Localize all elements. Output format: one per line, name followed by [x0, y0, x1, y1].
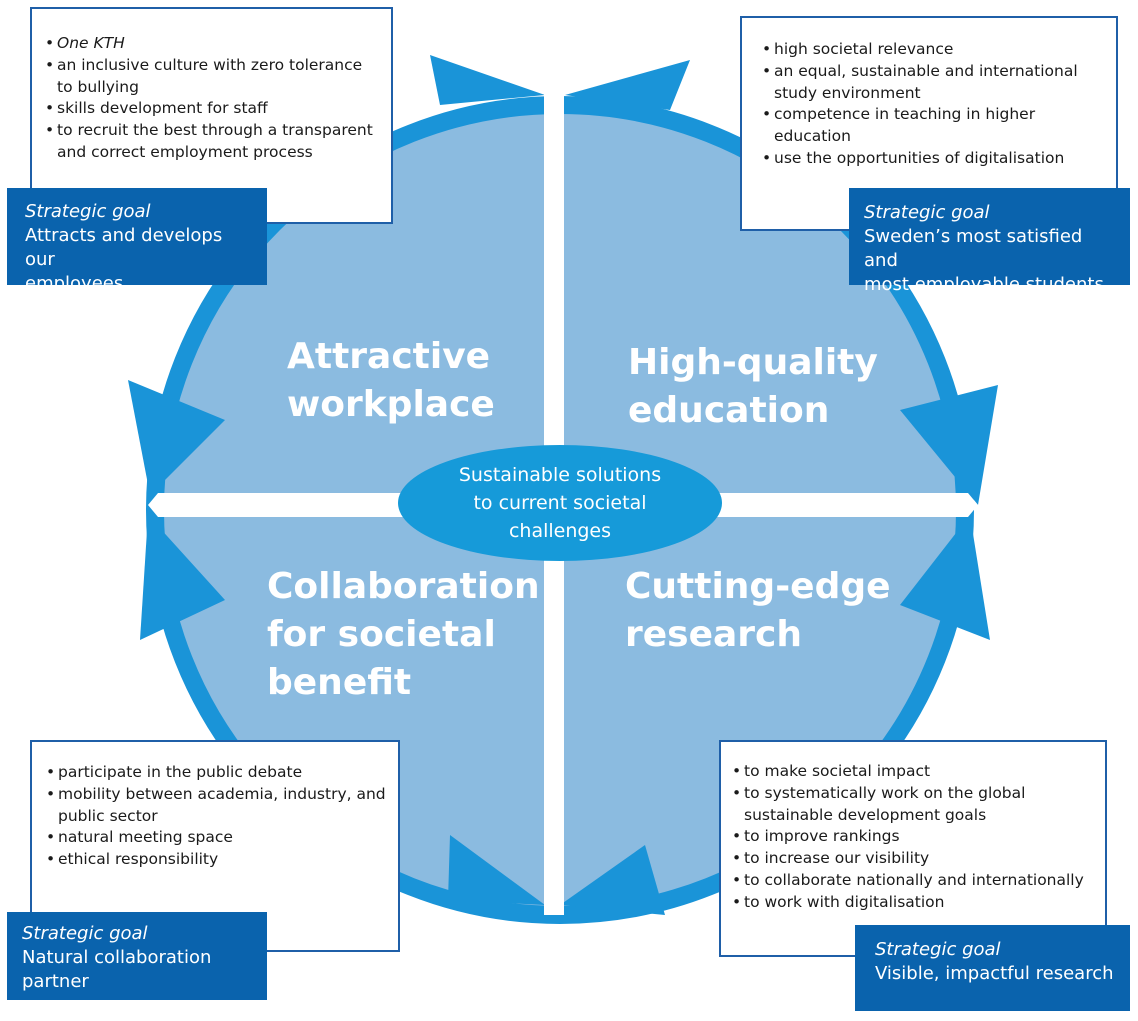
quadrant-label-attractive-workplace: Attractive workplace: [287, 336, 495, 425]
bullet-item: high societal relevance: [762, 39, 1106, 61]
arrowhead-bottom-right: [560, 845, 665, 915]
bullet-list: high societal relevance an equal, sustai…: [762, 39, 1106, 170]
bullet-item: competence in teaching in higher educati…: [762, 104, 1106, 148]
arrowhead-top-center-left: [430, 55, 545, 105]
center-statement-line: challenges: [508, 520, 612, 542]
note-cutting-edge-research: to make societal impact to systematicall…: [719, 740, 1107, 957]
goal-tag: Strategic goal: [875, 939, 1001, 960]
bullet-item: use the opportunities of digitalisation: [762, 148, 1106, 170]
goal-tag: Strategic goal: [25, 201, 151, 222]
bullet-item: an equal, sustainable and international …: [762, 61, 1106, 105]
bullet-item: to collaborate nationally and internatio…: [732, 870, 1097, 892]
bullet-item: participate in the public debate: [46, 762, 388, 784]
goal-text: Sweden’s most satisfied and most employa…: [864, 226, 1104, 295]
bullet-item: to work with digitalisation: [732, 892, 1097, 914]
arrowhead-right-lower: [900, 515, 990, 640]
bullet-item: to recruit the best through a transparen…: [45, 120, 379, 164]
bullet-list: to make societal impact to systematicall…: [732, 761, 1097, 914]
bullet-item: to systematically work on the global sus…: [732, 783, 1097, 827]
quadrant-label-high-quality-education: High-quality education: [628, 342, 878, 431]
center-statement-line: Sustainable solutions: [458, 464, 662, 486]
goal-text: Natural collaboration partner: [22, 947, 212, 992]
arrowhead-bottom-left: [448, 835, 545, 905]
bullet-item: an inclusive culture with zero tolerance…: [45, 55, 379, 99]
bullet-list: participate in the public debate mobilit…: [46, 762, 388, 871]
center-ellipse: [398, 445, 722, 561]
bullet-list: One KTH an inclusive culture with zero t…: [45, 33, 379, 164]
arrowhead-right-upper: [900, 385, 998, 505]
arrowhead-left-upper: [128, 380, 225, 495]
bullet-item: natural meeting space: [46, 827, 388, 849]
note-attractive-workplace: One KTH an inclusive culture with zero t…: [30, 7, 393, 224]
arrowhead-left-lower: [140, 515, 225, 640]
goal-box-cutting-edge-research: Strategic goal Visible, impactful resear…: [855, 925, 1130, 1011]
arrowhead-top-center-right: [565, 60, 690, 110]
quadrant-label-cutting-edge-research: Cutting-edge research: [625, 566, 891, 655]
goal-box-attractive-workplace: Strategic goal Attracts and develops our…: [7, 188, 267, 294]
bullet-item: to improve rankings: [732, 826, 1097, 848]
goal-box-collaboration: Strategic goal Natural collaboration par…: [7, 912, 267, 1000]
goal-tag: Strategic goal: [22, 923, 148, 944]
goal-text: Attracts and develops our employees: [25, 225, 223, 294]
bullet-item: skills development for staff: [45, 98, 379, 120]
center-statement: Sustainable solutions to current societa…: [400, 461, 720, 545]
quadrant-label-collaboration: Collaboration for societal benefit: [267, 566, 540, 703]
center-statement-line: to current societal: [473, 492, 647, 514]
bullet-item: to make societal impact: [732, 761, 1097, 783]
bullet-item: to increase our visibility: [732, 848, 1097, 870]
goal-box-high-quality-education: Strategic goal Sweden’s most satisfied a…: [849, 188, 1130, 295]
bullet-item: mobility between academia, industry, and…: [46, 784, 388, 828]
goal-tag: Strategic goal: [864, 202, 990, 223]
bullet-item: One KTH: [45, 33, 379, 55]
goal-text: Visible, impactful research: [875, 963, 1114, 984]
bullet-item: ethical responsibility: [46, 849, 388, 871]
